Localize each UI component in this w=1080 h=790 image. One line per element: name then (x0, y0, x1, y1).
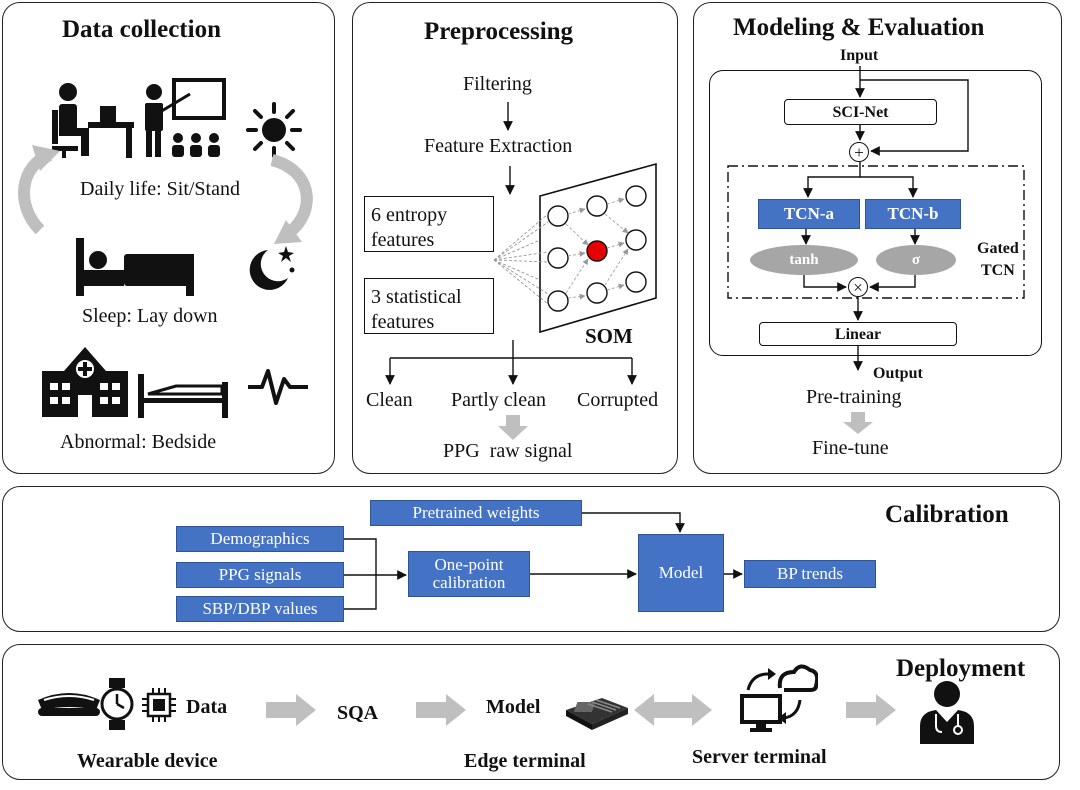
data-to-sqa-arrow (266, 694, 316, 726)
gated-tcn-label: Gated TCN (977, 240, 1019, 279)
deploy-model-label: Model (486, 696, 541, 718)
som-node (625, 229, 647, 251)
sqa-to-model-arrow (416, 694, 466, 726)
plus-to-tcnb-split (860, 176, 918, 198)
hospital-bed-icon (138, 374, 228, 418)
tcn-b-box: TCN-b (865, 199, 961, 229)
feature-extraction-label: Feature Extraction (424, 135, 573, 157)
moon-stars-icon (249, 246, 295, 290)
sun-icon (246, 102, 302, 158)
sigma-gate: σ (876, 245, 956, 275)
gated-tcn-dashed-frame (727, 165, 1025, 299)
times-symbol: × (853, 278, 863, 297)
som-node (547, 205, 569, 227)
edge-terminal-label: Edge terminal (464, 750, 586, 772)
doctor-icon (920, 681, 974, 744)
som-node (625, 185, 647, 207)
sci-net-box: SCI-Net (784, 99, 937, 125)
smartwatch-icon (100, 678, 134, 730)
input-label: Input (840, 47, 879, 64)
pretrain-to-finetune-arrow (843, 412, 873, 434)
multiply-node: × (848, 277, 868, 297)
sqa-label: SQA (337, 702, 379, 724)
pretraining-label: Pre-training (806, 386, 902, 408)
server-terminal-label: Server terminal (692, 746, 827, 768)
sigma-to-mult-line (869, 275, 916, 292)
som-node (547, 247, 569, 269)
corrupted-label: Corrupted (577, 389, 659, 411)
cycle-arrow-right-icon (270, 154, 313, 244)
daily-life-label: Daily life: Sit/Stand (80, 178, 240, 200)
partly-clean-label: Partly clean (451, 389, 546, 411)
entropy-features-label: 6 entropy features (371, 204, 448, 251)
data-collection-title: Data collection (62, 16, 221, 43)
demographics-line (344, 538, 377, 610)
finetune-label: Fine-tune (812, 437, 889, 459)
chip-icon (142, 688, 176, 722)
input-skip-line (860, 79, 969, 156)
filtering-label: Filtering (463, 73, 532, 95)
statistical-features-box: 3 statistical features (364, 278, 494, 334)
bed-sleep-icon (76, 238, 194, 296)
calibration-title: Calibration (885, 501, 1009, 528)
server-to-doctor-arrow (846, 694, 896, 726)
plus-node: + (849, 142, 869, 162)
one-point-calibration-box: One-point calibration (408, 551, 530, 597)
abnormal-label: Abnormal: Bedside (60, 431, 217, 453)
som-winner-node (586, 240, 608, 262)
preprocessing-title: Preprocessing (424, 18, 574, 45)
weights-to-model-arrow (582, 512, 685, 533)
linear-box: Linear (759, 322, 957, 346)
tanh-to-mult-line (803, 275, 847, 292)
wearable-device-label: Wearable device (77, 750, 218, 772)
sleep-label: Sleep: Lay down (82, 305, 218, 327)
statistical-features-label: 3 statistical features (371, 286, 462, 333)
cycle-arrow-left-icon (18, 145, 60, 235)
ppg-signals-box: PPG signals (176, 562, 344, 588)
desk-worker-icon (52, 83, 134, 158)
modeling-title: Modeling & Evaluation (733, 14, 985, 41)
calibration-model-box: Model (638, 534, 724, 612)
som-node (586, 282, 608, 304)
hospital-icon (42, 347, 128, 417)
som-label: SOM (585, 324, 633, 348)
sci-net-label: SCI-Net (832, 104, 889, 121)
plus-symbol: + (854, 143, 864, 162)
deployment-title: Deployment (896, 655, 1026, 682)
smart-glasses-icon (38, 693, 100, 716)
som-node (625, 271, 647, 293)
edge-device-board-icon (566, 698, 628, 730)
sbp-dbp-box: SBP/DBP values (176, 596, 344, 622)
edge-server-double-arrow (634, 694, 712, 726)
som-node (547, 290, 569, 312)
server-cloud-icon (740, 664, 818, 732)
clean-label: Clean (366, 389, 413, 411)
output-label: Output (873, 365, 923, 382)
entropy-features-box: 6 entropy features (364, 196, 494, 252)
plus-to-tcn-split (803, 162, 861, 198)
ppg-raw-signal-label: PPG raw signal (443, 440, 573, 462)
tanh-gate: tanh (750, 245, 858, 275)
partly-to-raw-arrow (498, 415, 528, 440)
data-label: Data (186, 696, 228, 718)
som-node (586, 195, 608, 217)
pretrained-weights-box: Pretrained weights (370, 500, 582, 526)
linear-label: Linear (834, 326, 882, 343)
tcn-a-box: TCN-a (758, 199, 860, 229)
heartbeat-pulse-icon (248, 369, 308, 405)
bp-trends-box: BP trends (744, 560, 876, 588)
teacher-board-icon (145, 78, 226, 157)
demographics-box: Demographics (176, 526, 344, 552)
